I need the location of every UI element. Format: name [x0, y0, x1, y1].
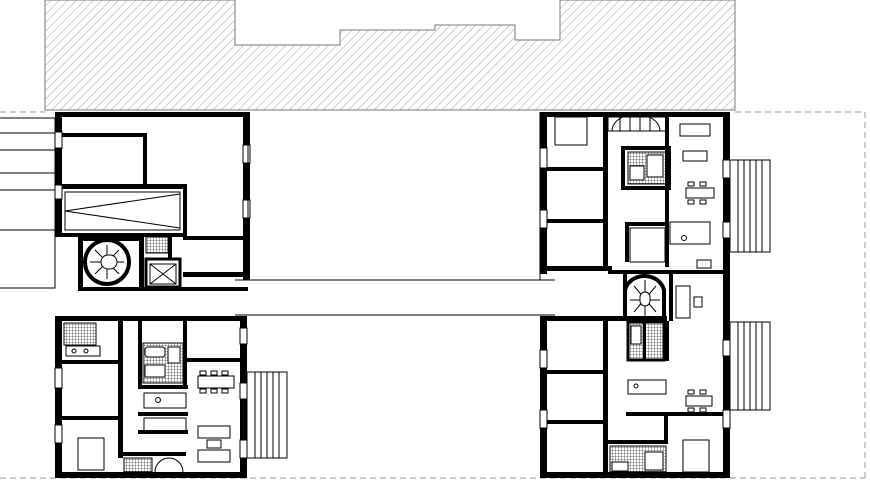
right-terrace-top: [729, 159, 771, 253]
right-bathroom-middle: [626, 320, 666, 362]
left-terrace: [246, 371, 288, 459]
left-living-furniture: [197, 370, 235, 463]
neighbouring-building: [44, 0, 736, 111]
right-stair-middle: [623, 274, 666, 320]
right-living-bottom: [675, 285, 713, 413]
right-terrace-bottom: [729, 321, 771, 411]
left-building: [54, 112, 288, 478]
left-kitchen-top: [63, 322, 101, 357]
right-bathroom-top: [621, 146, 671, 190]
connecting-bridge: [235, 112, 555, 316]
right-building: [539, 112, 771, 478]
stair-treads-left: [90, 245, 124, 279]
right-living-top: [679, 123, 715, 269]
right-stair-top: [607, 113, 667, 132]
left-bathroom: [138, 321, 188, 389]
left-steps: [0, 117, 56, 289]
